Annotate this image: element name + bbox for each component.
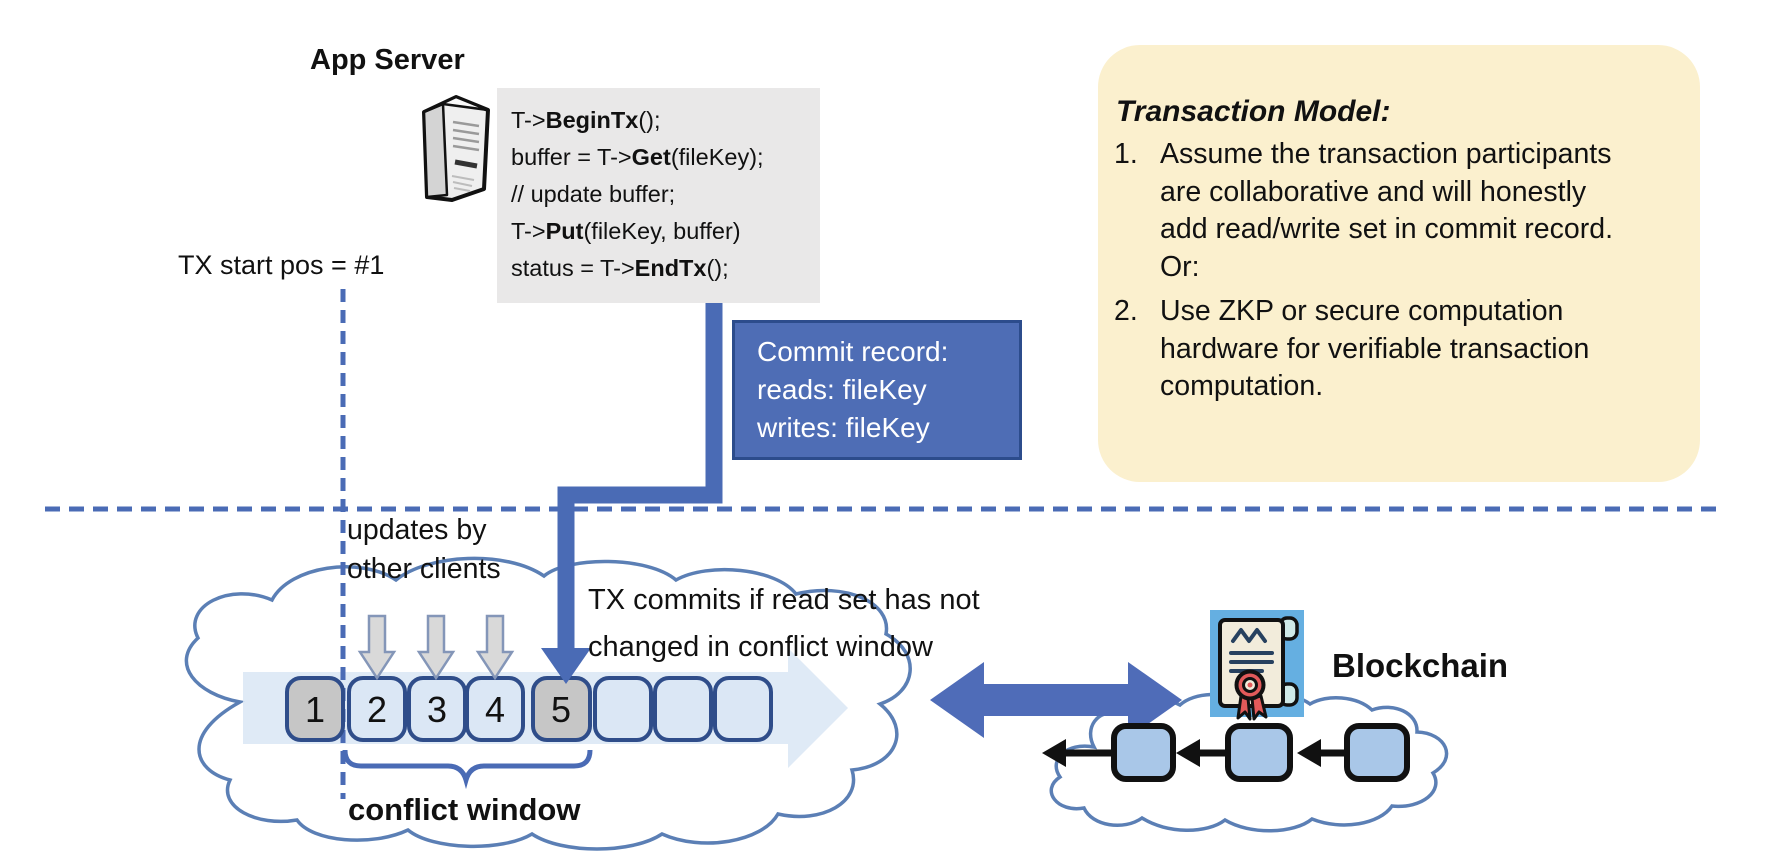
- blockchain-label: Blockchain: [1332, 647, 1509, 684]
- box-number: 5: [551, 689, 571, 730]
- commit-arrow-head: [541, 648, 591, 684]
- item-text: Use ZKP or secure computation hardware f…: [1160, 295, 1590, 402]
- updates-by-other-clients-label: updates by other clients: [347, 514, 501, 585]
- update-arrows: [357, 614, 515, 681]
- transaction-model-note: Transaction Model: 1. Assume the transac…: [1098, 45, 1700, 482]
- conflict-window-label: conflict window: [348, 792, 581, 827]
- update-arrow-icon: [416, 614, 456, 681]
- commit-record-box: Commit record: reads: fileKey writes: fi…: [732, 320, 1022, 460]
- box-number: 2: [367, 689, 387, 730]
- transaction-model-title: Transaction Model:: [1116, 95, 1391, 128]
- transaction-model-item: 2. Use ZKP or secure computation hardwar…: [1114, 293, 1670, 406]
- server-icon: [422, 95, 490, 202]
- commit-record-writes: writes: fileKey: [757, 412, 930, 443]
- chain-arrow-heads: [1042, 739, 1321, 767]
- smart-contract-icon: [1210, 610, 1304, 721]
- timeline-box-5: [531, 676, 592, 742]
- item-number: 1.: [1114, 138, 1138, 170]
- commit-record-reads: reads: fileKey: [757, 374, 927, 405]
- code-line: // update buffer;: [511, 181, 676, 207]
- conflict-window-brace: [342, 749, 593, 790]
- tx-commits-note: TX commits if read set has not changed i…: [588, 584, 980, 663]
- chain-arrow-head: [1042, 739, 1066, 767]
- transaction-model-item: 1. Assume the transaction participants a…: [1114, 136, 1670, 286]
- timeline-boxes: [285, 676, 773, 742]
- code-line: buffer = T->Get(fileKey);: [511, 144, 764, 170]
- timeline-box-6: [593, 676, 653, 742]
- code-line: T->BeginTx();: [511, 107, 661, 133]
- update-arrow-icon: [475, 614, 515, 681]
- transaction-code-block: T->BeginTx(); buffer = T->Get(fileKey); …: [497, 88, 820, 303]
- timeline-box-numbers: 1 2 3 4 5: [305, 689, 571, 730]
- item-number: 2.: [1114, 295, 1138, 327]
- block: [1344, 723, 1410, 782]
- box-number: 1: [305, 689, 325, 730]
- sync-double-arrow: [930, 662, 1182, 738]
- timeline-box-1: [285, 676, 345, 742]
- code-line: T->Put(fileKey, buffer): [511, 218, 741, 244]
- commit-record-title: Commit record:: [757, 336, 949, 367]
- block: [1111, 723, 1176, 782]
- box-number: 4: [485, 689, 505, 730]
- commit-arrow-line: [557, 303, 723, 650]
- blockchain-blocks: [1111, 723, 1410, 782]
- item-text: Assume the transaction participants are …: [1160, 138, 1621, 283]
- tx-start-pos-label: TX start pos = #1: [178, 250, 385, 280]
- block: [1225, 723, 1293, 782]
- app-server-title: App Server: [310, 44, 465, 76]
- update-arrow-icon: [357, 614, 397, 681]
- timeline-box-8: [713, 676, 773, 742]
- box-number: 3: [427, 689, 447, 730]
- chain-arrow-head: [1176, 739, 1200, 767]
- code-line: status = T->EndTx();: [511, 255, 729, 281]
- timeline-box-7: [653, 676, 713, 742]
- chain-arrow-head: [1297, 739, 1321, 767]
